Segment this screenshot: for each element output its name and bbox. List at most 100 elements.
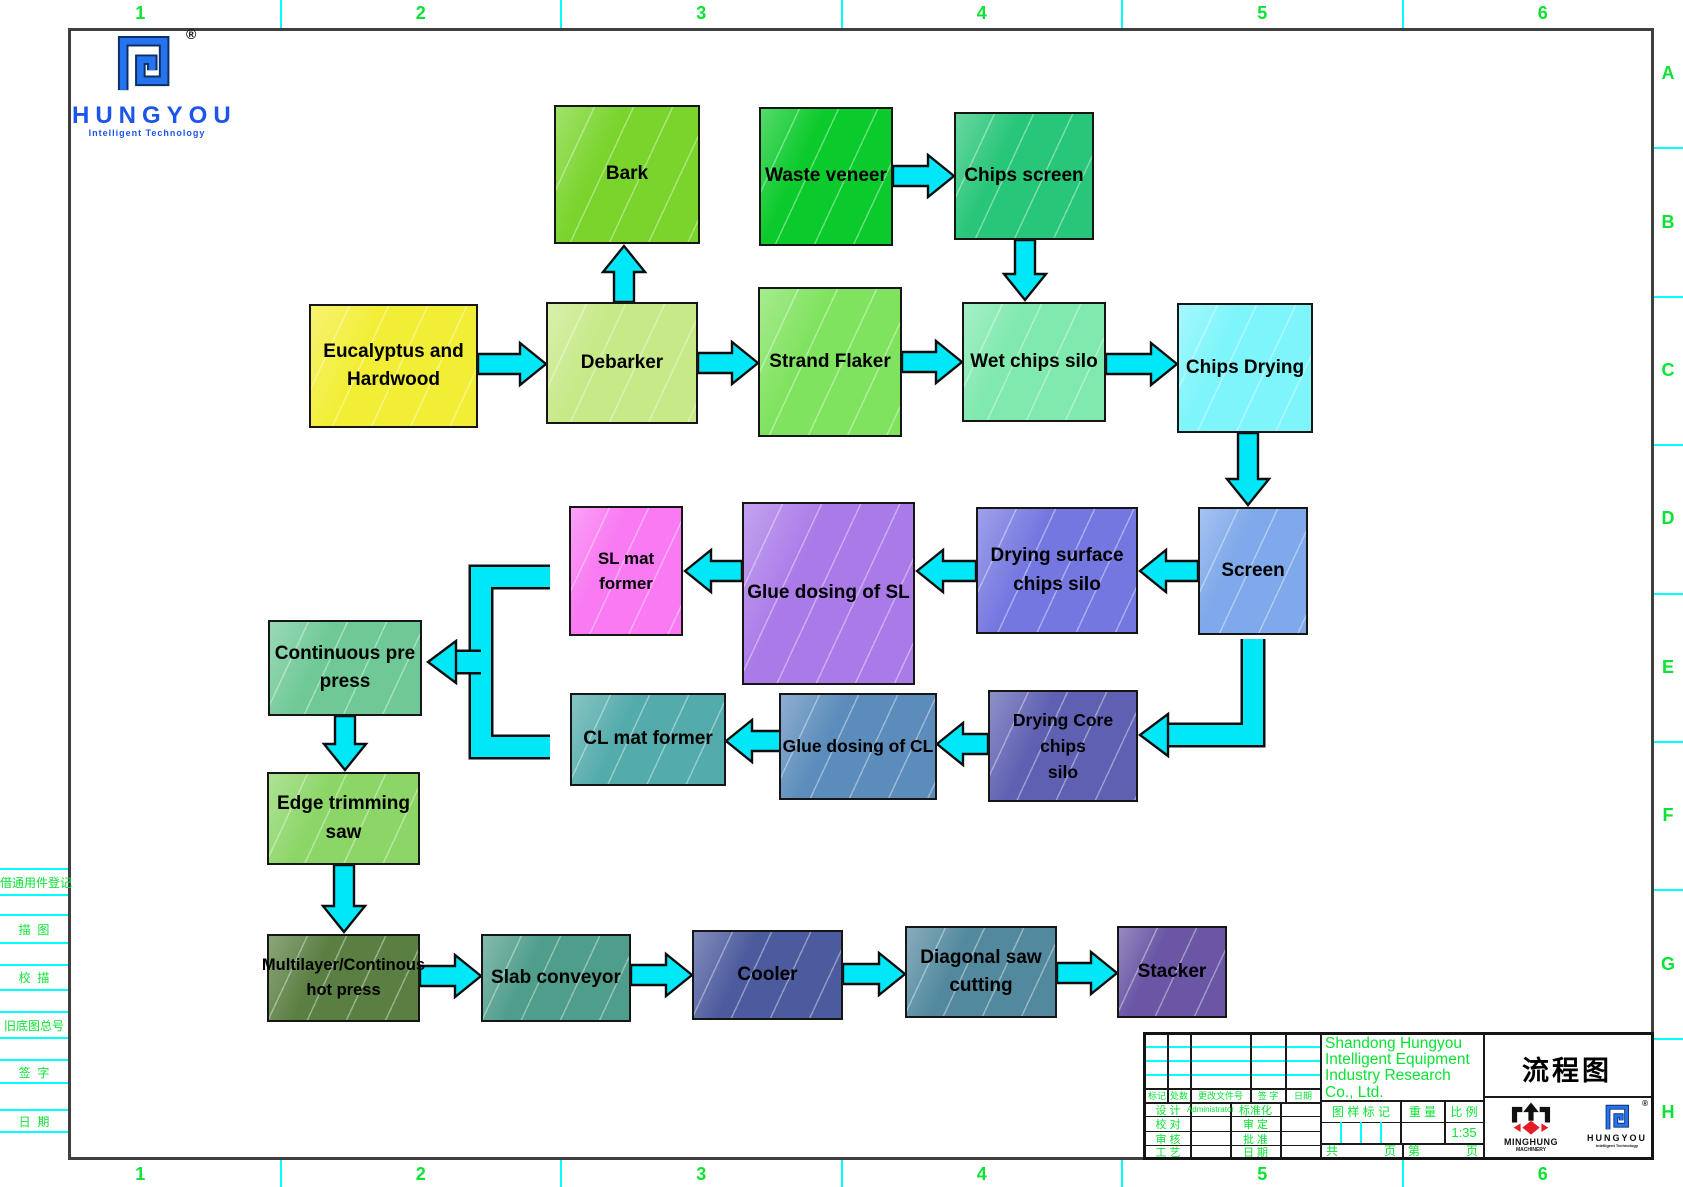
arrowhead-left-icon bbox=[1138, 711, 1170, 759]
flow-arrow bbox=[1138, 547, 1200, 595]
title-block-line bbox=[1146, 1145, 1320, 1147]
flow-node-glue-dosing-sl: Glue dosing of SL bbox=[742, 502, 915, 685]
title-block-line bbox=[1483, 1096, 1651, 1098]
company-line: Industry Research bbox=[1325, 1067, 1451, 1085]
flow-node-label: Screen bbox=[1221, 559, 1285, 581]
sign-standard-label: 标准化 bbox=[1239, 1104, 1272, 1117]
ruler-tick bbox=[840, 1160, 843, 1187]
revision-col-sign: 签 字 bbox=[1257, 1091, 1279, 1101]
logo-name: HUNGYOU bbox=[72, 102, 237, 129]
flow-arrow bbox=[321, 714, 369, 772]
scale-label: 比 例 bbox=[1450, 1104, 1478, 1119]
flow-node-drying-surface-silo: Drying surface chips silo bbox=[976, 507, 1138, 634]
connector-screen-core bbox=[1168, 639, 1263, 745]
sign-date-label: 日 期 bbox=[1242, 1146, 1269, 1159]
flow-node-glue-dosing-cl: Glue dosing of CL bbox=[779, 693, 937, 800]
flow-node-sl-mat-former: SL mat former bbox=[569, 506, 683, 636]
flow-node-label: Debarker bbox=[580, 351, 664, 373]
flow-node-chips-screen: Chips screen bbox=[954, 112, 1094, 240]
ruler-tick bbox=[840, 0, 843, 28]
ruler-tick bbox=[279, 0, 282, 28]
margin-form-line bbox=[0, 989, 68, 991]
flow-node-debarker: Debarker bbox=[546, 302, 698, 424]
ruler-tick bbox=[1121, 1160, 1123, 1187]
margin-form-label: 旧底图总号 bbox=[3, 1019, 64, 1033]
minghung-subtitle: MACHINERY bbox=[1515, 1147, 1547, 1153]
margin-form-line bbox=[0, 1082, 68, 1084]
flow-arrow bbox=[935, 720, 990, 768]
title-block-line bbox=[1320, 1122, 1483, 1124]
title-block-line bbox=[1320, 1100, 1483, 1102]
weight-label: 重 量 bbox=[1408, 1104, 1437, 1119]
flow-node-label: Wet chips silo bbox=[970, 350, 1098, 372]
ruler-tick bbox=[1654, 147, 1683, 150]
ruler-column-number: 4 bbox=[976, 1164, 987, 1184]
sign-process-label: 工 艺 bbox=[1155, 1146, 1181, 1159]
ruler-column-number: 4 bbox=[976, 3, 987, 23]
company-line: Co., Ltd. bbox=[1325, 1083, 1384, 1101]
ruler-row-letter: C bbox=[1661, 360, 1675, 380]
flow-node-label: Chips Drying bbox=[1185, 356, 1305, 378]
revision-col-mark: 标记 bbox=[1147, 1091, 1166, 1101]
ruler-column-number: 5 bbox=[1257, 3, 1268, 23]
title-block-line bbox=[1167, 1035, 1169, 1102]
ruler-column-number: 2 bbox=[415, 1164, 426, 1184]
drawing-frame bbox=[68, 28, 1654, 1160]
sign-ratify-label: 批 准 bbox=[1242, 1133, 1269, 1146]
margin-form-line bbox=[0, 1037, 68, 1039]
revision-col-count: 处数 bbox=[1169, 1091, 1188, 1101]
title-block-line bbox=[1280, 1102, 1282, 1157]
flow-node-cl-mat-former: CL mat former bbox=[570, 693, 726, 786]
flow-arrow bbox=[724, 717, 783, 765]
flow-arrow bbox=[320, 863, 368, 934]
flow-arrow bbox=[683, 547, 744, 595]
flow-arrow bbox=[891, 152, 956, 200]
company-line: Shandong Hungyou bbox=[1325, 1035, 1463, 1052]
ruler-column-number: 2 bbox=[415, 3, 426, 23]
margin-form-label: 描 图 bbox=[18, 923, 50, 937]
flow-node-label: Diagonal saw cutting bbox=[920, 946, 1042, 997]
flow-node-label: SL mat former bbox=[597, 548, 655, 594]
flow-node-continuous-pre-press: Continuous pre press bbox=[268, 620, 422, 716]
ruler-column-number: 5 bbox=[1257, 1164, 1268, 1184]
ruler-row-letter: D bbox=[1661, 508, 1675, 529]
flow-node-edge-trimming-saw: Edge trimming saw bbox=[267, 772, 420, 865]
flow-node-label: Slab conveyor bbox=[491, 966, 621, 988]
hungyou-small-logo: HUNGYOU Intelligent Technology ® bbox=[1584, 1099, 1650, 1148]
title-block-line bbox=[1444, 1100, 1446, 1143]
ruler-tick bbox=[1121, 0, 1123, 28]
ruler-tick bbox=[560, 1160, 562, 1187]
margin-form-label: 校 描 bbox=[18, 971, 50, 985]
margin-form-line bbox=[0, 1109, 68, 1111]
title-block-line bbox=[1360, 1122, 1362, 1143]
ruler-column-number: 3 bbox=[696, 1164, 707, 1184]
ruler-tick bbox=[1654, 592, 1683, 595]
page-no-label: 第 bbox=[1407, 1144, 1420, 1158]
title-block-line bbox=[1320, 1035, 1322, 1157]
margin-form-line bbox=[0, 964, 68, 966]
flow-arrow bbox=[1055, 949, 1119, 997]
ruler-column-number: 6 bbox=[1537, 1164, 1548, 1184]
flow-node-label: Edge trimming saw bbox=[276, 793, 410, 843]
ruler-tick bbox=[1654, 889, 1683, 892]
page-no-unit: 页 bbox=[1465, 1144, 1478, 1158]
title-block-line bbox=[1230, 1102, 1232, 1157]
flow-node-label: Glue dosing of SL bbox=[747, 582, 910, 604]
flow-arrow bbox=[900, 338, 964, 386]
registered-mark: ® bbox=[186, 26, 197, 42]
flow-node-multilayer-hot-press: Multilayer/Continous hot press bbox=[262, 934, 425, 1022]
ruler-tick bbox=[1654, 1037, 1683, 1040]
ruler-row-letter: F bbox=[1662, 805, 1674, 826]
ruler-row-letter: H bbox=[1661, 1102, 1675, 1122]
flow-arrow bbox=[1224, 431, 1272, 507]
title-block-line bbox=[1146, 1060, 1320, 1062]
margin-form-label: 借通用件登记 bbox=[0, 876, 73, 890]
logo-tagline: Intelligent Technology bbox=[88, 128, 206, 138]
sign-design-value: Administrator bbox=[1186, 1105, 1235, 1114]
margin-form-line bbox=[0, 942, 68, 944]
ruler-tick bbox=[1401, 0, 1404, 28]
title-block-line bbox=[1380, 1122, 1382, 1143]
ruler-column-number: 6 bbox=[1537, 3, 1548, 23]
flow-node-label: Eucalyptus and Hardwood bbox=[323, 340, 464, 391]
